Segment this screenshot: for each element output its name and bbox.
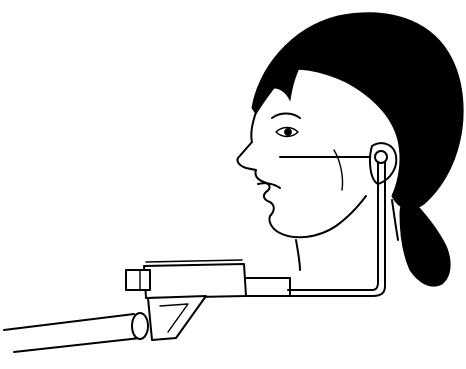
ponytail bbox=[400, 196, 450, 286]
neck-front bbox=[296, 240, 300, 270]
face-profile bbox=[237, 112, 366, 237]
eye-pupil bbox=[285, 129, 292, 136]
clamp-tab bbox=[126, 270, 150, 290]
support-arm bbox=[246, 278, 290, 296]
bracket bbox=[148, 296, 206, 340]
cylinder-arm-top bbox=[4, 314, 134, 330]
neck-back bbox=[392, 200, 398, 240]
hair bbox=[252, 13, 463, 209]
clamp-block bbox=[144, 264, 246, 298]
ear-rod-inner bbox=[290, 162, 385, 296]
cylinder-arm-bottom bbox=[14, 338, 140, 352]
ear-rod-outer bbox=[288, 162, 378, 290]
cylinder-arm-end bbox=[132, 313, 148, 339]
clamp-top-plate bbox=[146, 260, 242, 262]
eyebrow bbox=[272, 114, 300, 119]
